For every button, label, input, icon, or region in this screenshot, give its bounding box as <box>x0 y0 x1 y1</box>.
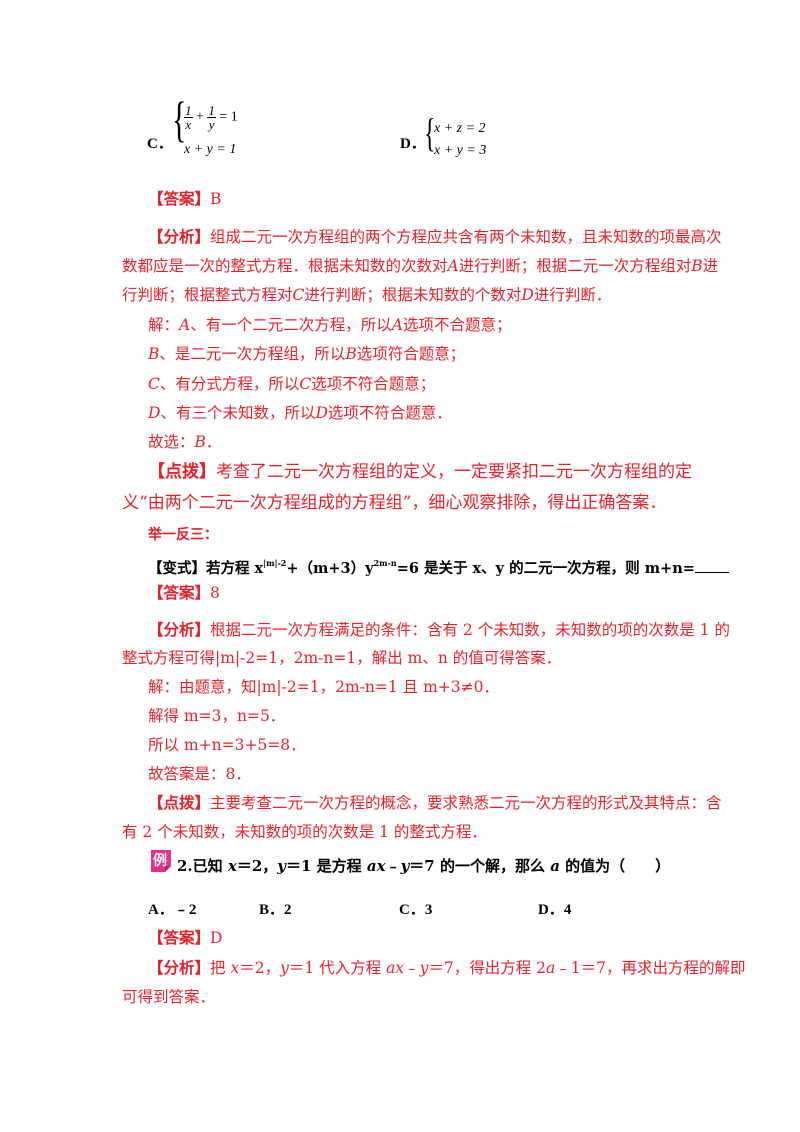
variant-solution-line2: 解得 m=3，n=5． <box>148 707 286 725</box>
option-d-system: { x + z = 2 x + y = 3 <box>424 110 487 159</box>
q2-analysis-line1: 【分析】把 x＝2，y＝1 代入方程 ax﹣y＝7，得出方程 2a﹣1＝7，再求… <box>148 958 746 977</box>
q2-option-c: C．3 <box>399 902 433 918</box>
q2-option-d: D．4 <box>538 902 572 918</box>
brace-icon: { <box>424 110 436 155</box>
q2-option-a: A．﹣2 <box>148 902 197 918</box>
q2-option-b: B．2 <box>259 902 292 918</box>
q1-solution-line5: 故选：B． <box>148 433 222 451</box>
variant-question: 【变式】若方程 x|m|-2+（m+3）y2m-n=6 是关于 x、y 的二元一… <box>148 553 729 579</box>
q1-solution-line1: 解：A、有一个二元二次方程，所以A选项不合题意； <box>148 316 512 334</box>
q2-analysis-line2: 可得到答案． <box>122 988 216 1006</box>
badge-label: 例 <box>153 852 167 869</box>
answer-blank <box>694 560 729 573</box>
q1-answer: 【答案】B <box>148 189 222 208</box>
variant-solution-line4: 故答案是：8． <box>148 765 251 783</box>
variant-tip-line1: 【点拨】主要考查二元一次方程的概念，要求熟悉二元一次方程的形式及其特点：含 <box>148 793 722 812</box>
q1-analysis-line2: 数都应是一次的整式方程．根据未知数的次数对A进行判断；根据二元一次方程组对B进 <box>122 257 719 275</box>
option-c-label: C． <box>147 136 173 152</box>
variant-analysis-line2: 整式方程可得|m|-2=1，2m-n=1，解出 m、n 的值可得答案． <box>122 649 562 667</box>
brace-icon: { <box>172 91 187 147</box>
q1-solution-line4: D、有三个未知数，所以D选项不符合题意． <box>148 404 452 422</box>
variant-solution-line1: 解：由题意，知|m|-2=1，2m-n=1 且 m+3≠0． <box>148 678 499 696</box>
example-badge-icon: 例 <box>151 850 171 872</box>
q1-solution-line2: B、是二元一次方程组，所以B选项符合题意； <box>148 345 466 363</box>
variant-solution-line3: 所以 m+n=3+5=8． <box>148 736 306 754</box>
q1-analysis-line1: 【分析】组成二元一次方程组的两个方程应共含有两个未知数，且未知数的项最高次 <box>148 227 722 246</box>
variant-analysis-line1: 【分析】根据二元一次方程满足的条件：含有 2 个未知数，未知数的项的次数是 1 … <box>148 620 730 639</box>
option-d-label: D． <box>400 136 426 152</box>
q1-analysis-line3: 行判断；根据整式方程对C进行判断；根据未知数的个数对D进行判断． <box>122 286 612 304</box>
q2-question: 2.已知 x＝2，y＝1 是方程 ax﹣y＝7 的一个解，那么 a 的值为（ ） <box>177 857 671 875</box>
q2-answer: 【答案】D <box>148 928 223 947</box>
q1-tip-line2: 义“由两个二元一次方程组成的方程组”，细心观察排除，得出正确答案． <box>122 493 667 513</box>
section-heading: 举一反三： <box>148 527 218 543</box>
q1-solution-line3: C、有分式方程，所以C选项不符合题意； <box>148 375 436 393</box>
variant-answer: 【答案】8 <box>148 583 220 602</box>
option-c-eq2: x + y = 1 <box>184 142 237 157</box>
variant-tip-line2: 有 2 个未知数，未知数的项的次数是 1 的整式方程． <box>122 823 487 841</box>
q1-tip-line1: 【点拨】考查了二元一次方程组的定义，一定要紧扣二元一次方程组的定 <box>148 462 692 482</box>
